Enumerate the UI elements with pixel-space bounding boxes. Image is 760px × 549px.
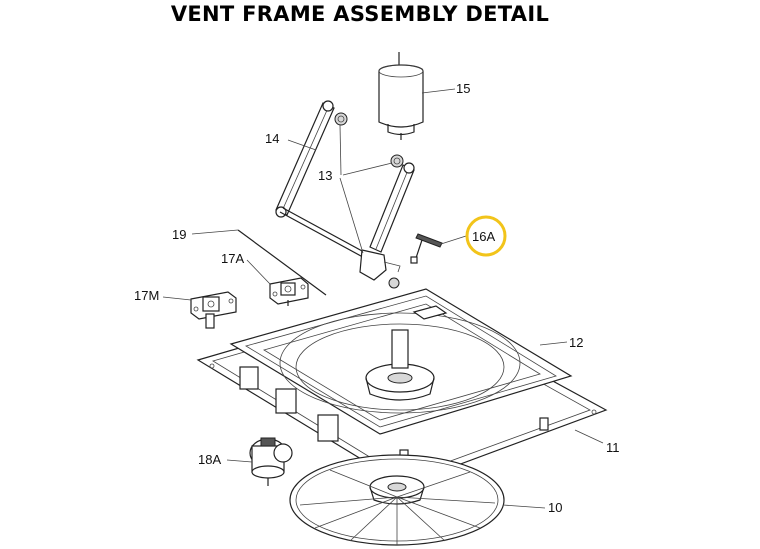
- callout-18a: 18A: [198, 452, 221, 467]
- callout-10: 10: [548, 500, 562, 515]
- part-17a-bracket: [269, 277, 309, 306]
- part-15-motor: [378, 52, 424, 140]
- callout-15: 15: [456, 81, 470, 96]
- callout-13: 13: [318, 168, 332, 183]
- callout-16a: 16A: [472, 229, 495, 244]
- part-19-rod: [237, 229, 327, 296]
- callout-14: 14: [265, 131, 279, 146]
- highlight-circle-16a: [465, 215, 507, 257]
- part-12-frame: [229, 288, 573, 465]
- callout-11: 11: [606, 440, 620, 455]
- callout-12: 12: [569, 335, 583, 350]
- part-10-fan-blade: [289, 454, 505, 546]
- part-17m-bracket: [190, 291, 237, 329]
- callout-17m: 17M: [134, 288, 159, 303]
- callout-17a: 17A: [221, 251, 244, 266]
- cross-rod: [279, 207, 376, 263]
- part-18a-gearmotor: [249, 437, 293, 486]
- diagram-title: VENT FRAME ASSEMBLY DETAIL: [170, 2, 550, 26]
- right-arm: [359, 154, 415, 289]
- callout-19: 19: [172, 227, 186, 242]
- leader-lines: [162, 88, 604, 509]
- part-14-left-arm: [275, 100, 348, 218]
- part-16a-clip: [410, 233, 443, 264]
- callout-labels: 15 14 13 16A 19 17A 17M 12 11 18A 10: [134, 81, 620, 515]
